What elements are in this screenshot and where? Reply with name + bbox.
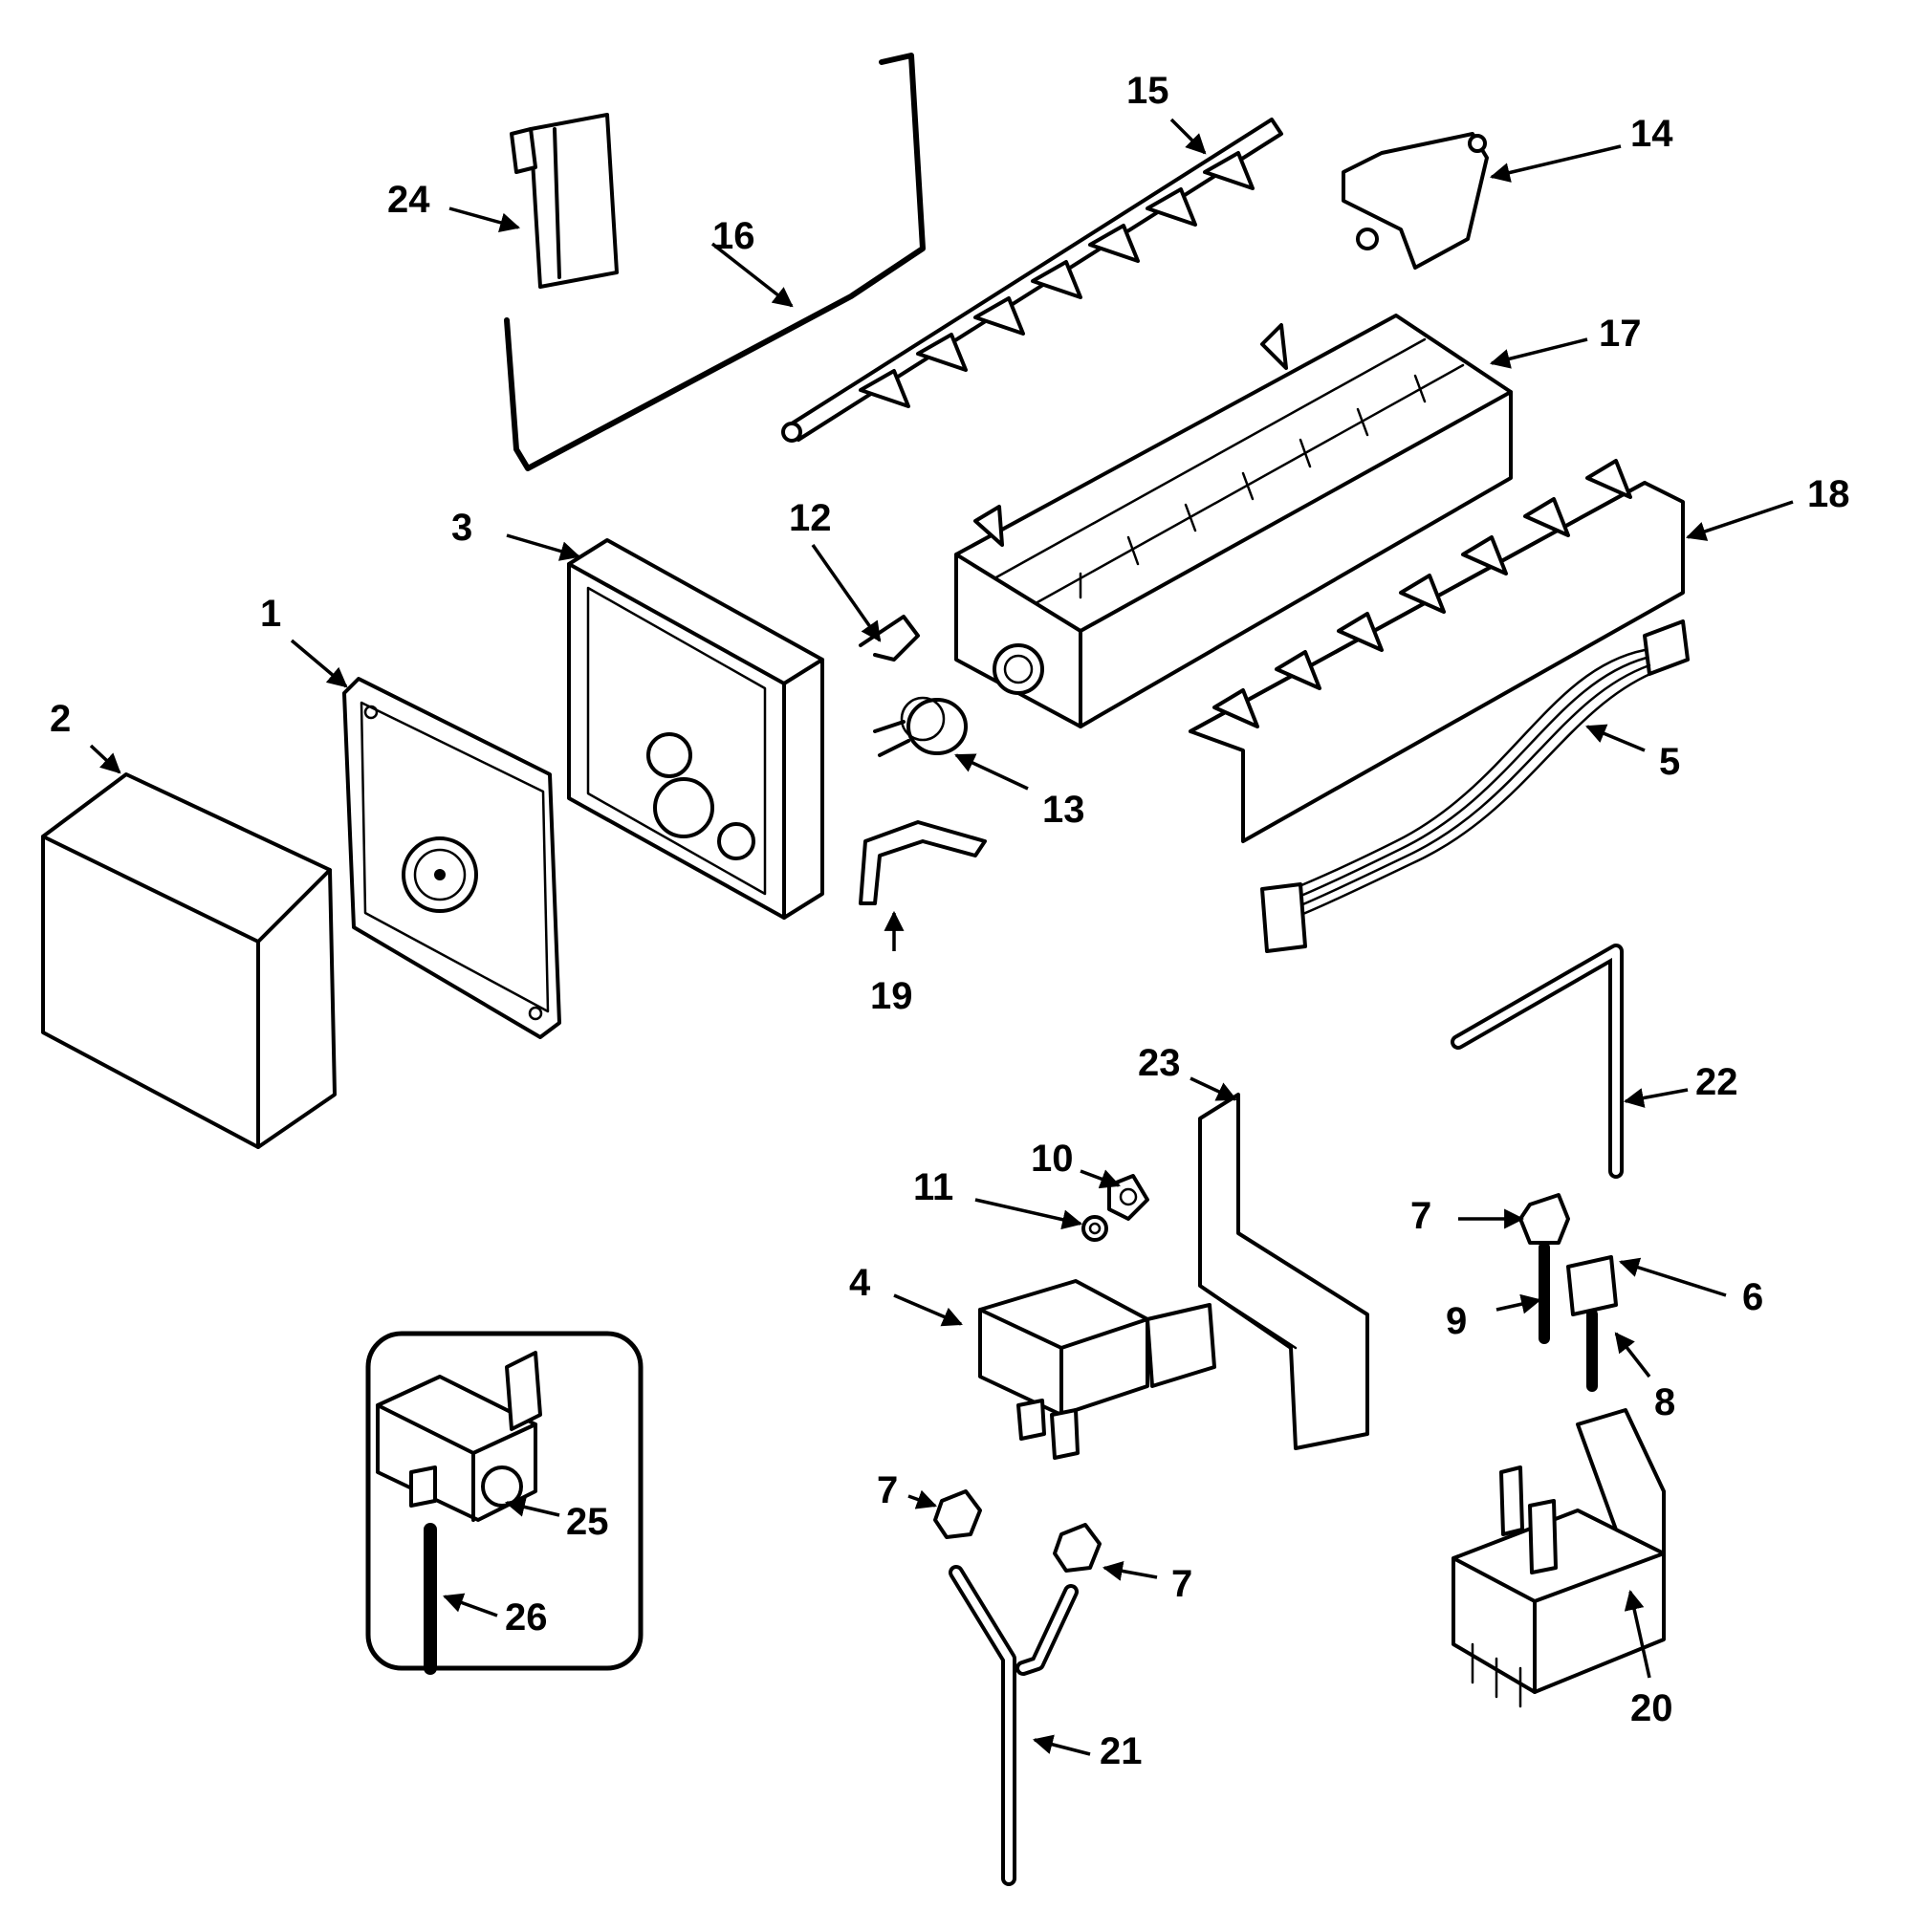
part-11-insert [1081, 1215, 1108, 1242]
label-1: 1 [260, 593, 281, 635]
label-7-upper: 7 [1410, 1195, 1431, 1237]
label-8: 8 [1654, 1381, 1675, 1423]
part-20-dual-valve [1452, 1408, 1666, 1708]
part-7-nut-right [1053, 1523, 1102, 1573]
label-3: 3 [451, 507, 472, 549]
label-22: 22 [1695, 1061, 1738, 1103]
part-14-lever [1342, 132, 1489, 270]
label-23: 23 [1138, 1042, 1181, 1084]
label-24: 24 [387, 179, 430, 221]
leader-arrows [89, 118, 1794, 1756]
label-11: 11 [913, 1166, 953, 1208]
part-15-ejector [781, 118, 1283, 443]
part-13-thermostat [873, 696, 968, 757]
part-19-bracket [859, 820, 987, 905]
label-25: 25 [566, 1501, 609, 1543]
part-6-fitting [1566, 1255, 1618, 1316]
part-16-shutoff-arm [504, 53, 926, 471]
part-24-arm-holder [510, 113, 619, 289]
label-14: 14 [1630, 113, 1673, 155]
part-4-water-valve [978, 1279, 1216, 1460]
label-6: 6 [1742, 1276, 1763, 1318]
label-18: 18 [1807, 473, 1850, 515]
part-21-y-tube [949, 1565, 1079, 1886]
part-3-control-housing [567, 538, 824, 920]
label-20: 20 [1630, 1687, 1673, 1729]
label-21: 21 [1100, 1730, 1143, 1772]
part-7-nut-left [933, 1489, 982, 1539]
part-labels: 2 1 3 24 16 15 14 17 18 12 13 5 19 23 22… [50, 70, 1850, 1772]
part-12-clip [859, 615, 920, 662]
label-5: 5 [1659, 741, 1680, 783]
part-2-cover [41, 772, 337, 1149]
label-13: 13 [1042, 789, 1085, 831]
label-19: 19 [870, 975, 913, 1017]
part-23-bracket [1198, 1093, 1369, 1450]
part-17-mold [954, 314, 1513, 728]
label-4: 4 [849, 1262, 871, 1304]
label-26: 26 [505, 1596, 548, 1639]
part-1-mounting-plate [342, 677, 561, 1039]
label-2: 2 [50, 698, 71, 740]
label-9: 9 [1446, 1300, 1467, 1342]
label-7-right: 7 [1171, 1563, 1192, 1605]
label-10: 10 [1031, 1138, 1074, 1180]
label-12: 12 [789, 497, 832, 539]
part-25-valve [376, 1351, 542, 1522]
label-16: 16 [712, 215, 755, 257]
label-17: 17 [1599, 313, 1642, 355]
label-7-left: 7 [877, 1469, 898, 1511]
part-22-tube [1451, 944, 1624, 1179]
part-18-stripper [1189, 459, 1685, 843]
label-15: 15 [1126, 70, 1169, 112]
part-7-nut-upper [1518, 1193, 1570, 1245]
part-5-wire-harness [1260, 619, 1690, 953]
inset-frame [365, 1331, 644, 1671]
